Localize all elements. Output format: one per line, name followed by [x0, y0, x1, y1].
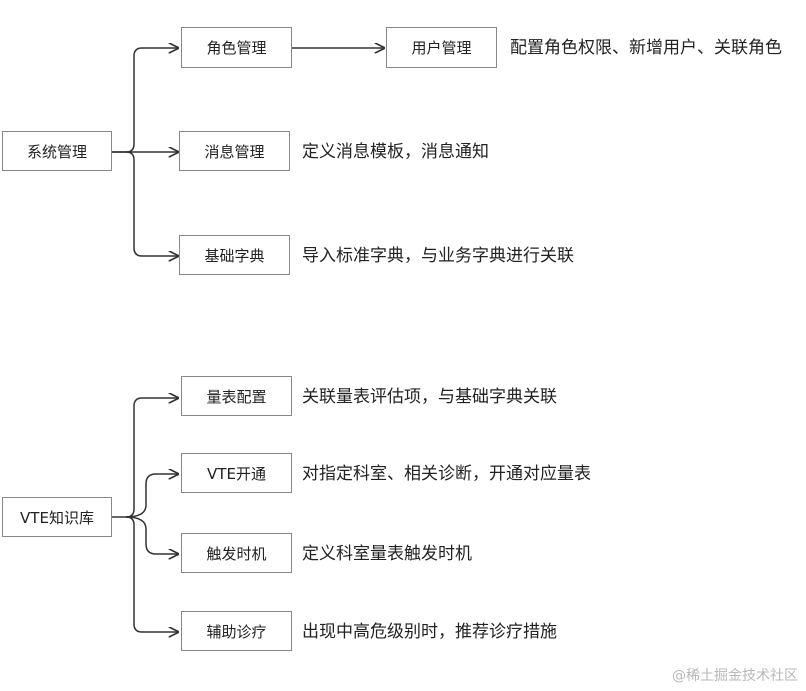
- desc-message-management: 定义消息模板，消息通知: [302, 142, 489, 162]
- node-assisted-treatment: 辅助诊疗: [181, 611, 292, 651]
- edge-root1-to-child3: [125, 151, 178, 256]
- node-scale-config: 量表配置: [181, 376, 292, 416]
- edge-root2-to-child2: [125, 474, 178, 518]
- edge-root2-to-child4: [125, 516, 178, 632]
- desc-vte-activation: 对指定科室、相关诊断，开通对应量表: [302, 464, 591, 484]
- edge-root1-bracket: [112, 48, 178, 153]
- watermark: @稀土掘金技术社区: [672, 668, 798, 684]
- desc-role-management: 配置角色权限、新增用户、关联角色: [510, 38, 782, 58]
- desc-trigger-timing: 定义科室量表触发时机: [302, 544, 472, 564]
- edge-root2-to-child3: [125, 516, 178, 554]
- root-node-vte-knowledge-base: VTE知识库: [2, 497, 112, 537]
- node-message-management: 消息管理: [179, 131, 290, 171]
- node-vte-activation: VTE开通: [181, 453, 292, 493]
- desc-assisted-treatment: 出现中高危级别时，推荐诊疗措施: [302, 622, 557, 642]
- desc-scale-config: 关联量表评估项，与基础字典关联: [302, 387, 557, 407]
- root-node-system-management: 系统管理: [2, 131, 112, 171]
- edge-root2-to-child1: [112, 398, 178, 518]
- desc-basic-dictionary: 导入标准字典，与业务字典进行关联: [302, 246, 574, 266]
- node-role-management: 角色管理: [181, 27, 292, 68]
- node-trigger-timing: 触发时机: [181, 533, 292, 573]
- node-user-management: 用户管理: [386, 27, 497, 68]
- node-basic-dictionary: 基础字典: [179, 235, 290, 275]
